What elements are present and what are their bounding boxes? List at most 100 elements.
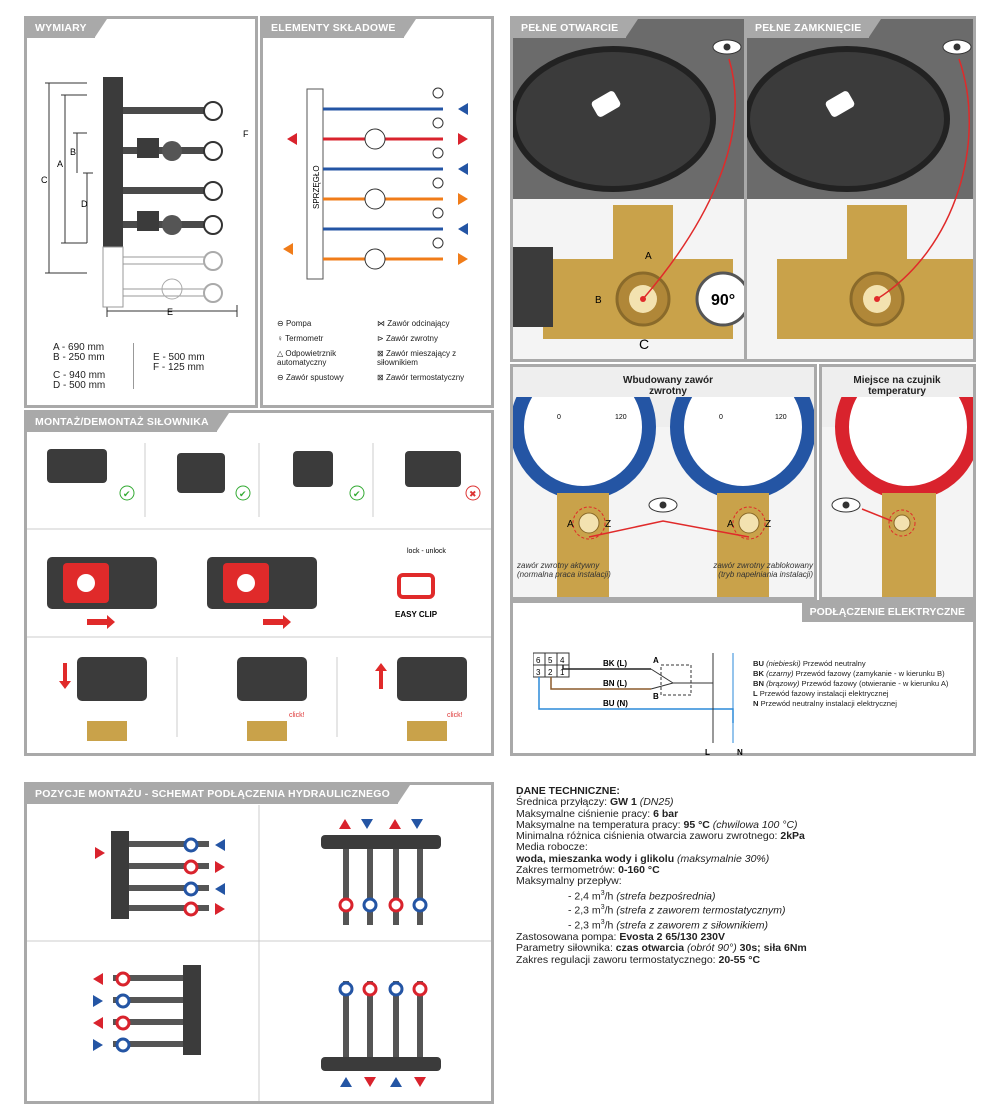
wiring-diagram: 6 5 4 3 2 1 BK (L) BN (L) BU (N) A B L N [533, 652, 743, 757]
dim-label-d: D [81, 199, 88, 209]
terminal-4: 4 [560, 656, 565, 665]
dim-label-e: E [167, 307, 173, 317]
spec-thermometer-range: Zakres termometrów: 0-160 °C [516, 864, 660, 877]
legend-bn: BN (brązowy) Przewód fazowy (otwieranie … [753, 679, 949, 688]
spec-actuator: Parametry siłownika: czas otwarcia (obró… [516, 942, 807, 955]
dim-a: A - 690 mm [53, 342, 105, 353]
legend-air-vent: △ Odpowietrznik automatyczny [277, 349, 337, 367]
dim-b: B - 250 mm [53, 352, 105, 363]
full-close-title: PEŁNE ZAMKNIĘCIE [747, 19, 882, 38]
dim-f: F - 125 mm [153, 362, 205, 373]
spec-flow-direct: - 2,4 m3/h (strefa bezpośrednia) [568, 889, 716, 903]
angle-label: 90° [711, 292, 735, 309]
air-vent-icon: △ [277, 349, 286, 358]
switch-b: B [653, 692, 659, 701]
coupler-label: SPRZĘGŁO [312, 165, 321, 209]
spec-max-temperature: Maksymalne na temperatura pracy: 95 °C (… [516, 818, 798, 831]
mounting-positions-title: POZYCJE MONTAŻU - SCHEMAT PODŁĄCZENIA HY… [27, 785, 410, 804]
check-valve-panel: Wbudowany zawór zwrotny 0 120 0 120 A Z … [510, 364, 817, 600]
spec-flow-actuator: - 2,3 m3/h (strefa z zaworem z siłowniki… [568, 919, 768, 932]
gauge-min-2: 0 [719, 414, 723, 421]
mark-a-2: A [727, 519, 734, 530]
technical-data-title: DANE TECHNICZNE: [516, 785, 620, 797]
spec-flow-thermostatic: - 2,3 m3/h (strefa z zaworem termostatyc… [568, 904, 786, 917]
dim-label-f: F [243, 129, 249, 139]
electrical-title: PODŁĄCZENIE ELEKTRYCZNE [801, 603, 973, 622]
dim-list-right: E - 500 mm F - 125 mm [153, 353, 205, 373]
wire-bu: BU (N) [603, 699, 628, 708]
terminal-5: 5 [548, 656, 553, 665]
legend-thermostatic-valve: ⊠ Zawór termostatyczny [377, 373, 465, 382]
port-b-label: B [595, 295, 602, 306]
legend-thermometer: ♀ Termometr [277, 334, 324, 343]
gauge-max-2: 120 [775, 414, 787, 421]
mark-a-1: A [567, 519, 574, 530]
legend-shutoff-valve: ⋈ Zawór odcinający [377, 319, 450, 328]
thermostatic-valve-icon: ⊠ [377, 373, 386, 382]
port-c-label: C [639, 336, 649, 352]
spec-check-valve-pressure: Minimalna różnica ciśnienia otwarcia zaw… [516, 830, 805, 843]
legend-bk: BK (czarny) Przewód fazowy (zamykanie - … [753, 669, 945, 678]
components-title: ELEMENTY SKŁADOWE [263, 19, 416, 38]
full-close-panel: PEŁNE ZAMKNIĘCIE [744, 16, 976, 362]
pump-icon: ⊖ [277, 319, 286, 328]
gauge-max-1: 120 [615, 414, 627, 421]
components-legend: ⊖ Pompa ⋈ Zawór odcinający ♀ Termometr ⊳… [277, 319, 487, 382]
legend-bu: BU (niebieski) Przewód neutralny [753, 659, 866, 668]
drain-valve-icon: ⊖ [277, 373, 286, 382]
terminal-3: 3 [536, 668, 541, 677]
svg-text:✔: ✔ [353, 489, 361, 499]
mark-z-1: Z [605, 519, 611, 530]
caption-check-blocked: zawór zwrotny zablokowany (tryb napełnia… [713, 561, 813, 579]
full-open-title: PEŁNE OTWARCIE [513, 19, 639, 38]
dim-list-left: A - 690 mm B - 250 mm C - 940 mm D - 500… [53, 343, 105, 391]
dim-d: D - 500 mm [53, 380, 106, 391]
shutoff-valve-icon: ⋈ [377, 319, 388, 328]
full-close-drawing [747, 19, 973, 359]
svg-text:✔: ✔ [239, 489, 247, 499]
legend-pump: ⊖ Pompa [277, 319, 312, 328]
dim-c: C - 940 mm [53, 370, 106, 381]
legend-n: N Przewód neutralny instalacji elektrycz… [753, 699, 897, 708]
svg-text:✔: ✔ [123, 489, 131, 499]
check-valve-drawing: 0 120 0 120 A Z A Z [513, 397, 814, 597]
sensor-location-title: Miejsce na czujnik temperatury [853, 375, 941, 397]
spec-connection: Średnica przyłączy: GW 1 (DN25) [516, 796, 674, 809]
lock-unlock-label: lock - unlock [407, 548, 446, 555]
dimensions-title: WYMIARY [27, 19, 107, 38]
terminal-1: 1 [560, 668, 565, 677]
switch-a: A [653, 656, 659, 665]
mounting-positions-panel: POZYCJE MONTAŻU - SCHEMAT PODŁĄCZENIA HY… [24, 782, 494, 1104]
terminal-2: 2 [548, 668, 553, 677]
gauge-min-1: 0 [557, 414, 561, 421]
caption-check-active: zawór zwrotny aktywny (normalna praca in… [517, 561, 611, 579]
legend-check-valve: ⊳ Zawór zwrotny [377, 334, 438, 343]
terminal-6: 6 [536, 656, 541, 665]
wire-bn: BN (L) [603, 679, 627, 688]
spec-pump: Zastosowana pompa: Evosta 2 65/130 230V [516, 931, 725, 944]
components-schematic: SPRZĘGŁO [283, 87, 468, 280]
easy-clip-label: EASY CLIP [395, 610, 438, 619]
legend-drain-valve: ⊖ Zawór spustowy [277, 373, 344, 382]
dim-label-c: C [41, 175, 48, 185]
port-a-label: A [645, 251, 652, 262]
wire-bk: BK (L) [603, 659, 627, 668]
sensor-location-panel: Miejsce na czujnik temperatury [819, 364, 976, 600]
line-n: N [737, 748, 743, 757]
spec-max-flow-label: Maksymalny przepływ: [516, 875, 622, 888]
sensor-location-drawing [822, 397, 973, 597]
thermometer-icon: ♀ [277, 334, 286, 343]
actuator-steps-drawing: ✔ ✔ ✔ ✖ lock - unlock EASY CLIP click! c… [27, 443, 491, 741]
dim-label-a: A [57, 159, 63, 169]
spec-media: woda, mieszanka wody i glikolu (maksymal… [516, 852, 770, 865]
check-valve-title: Wbudowany zawór zwrotny [623, 375, 713, 397]
check-valve-icon: ⊳ [377, 334, 386, 343]
spec-thermostatic-range: Zakres regulacji zaworu termostatycznego… [516, 953, 761, 966]
dim-label-b: B [70, 147, 76, 157]
legend-l: L Przewód fazowy instalacji elektrycznej [753, 689, 889, 698]
wire-legend: BU (niebieski) Przewód neutralny BK (cza… [753, 659, 948, 709]
line-l: L [705, 748, 710, 757]
mixing-valve-icon: ⊠ [377, 349, 386, 358]
actuator-mounting-panel: MONTAŻ/DEMONTAŻ SIŁOWNIKA ✔ ✔ ✔ ✖ lock -… [24, 410, 494, 756]
click-label-2: click! [447, 712, 463, 719]
